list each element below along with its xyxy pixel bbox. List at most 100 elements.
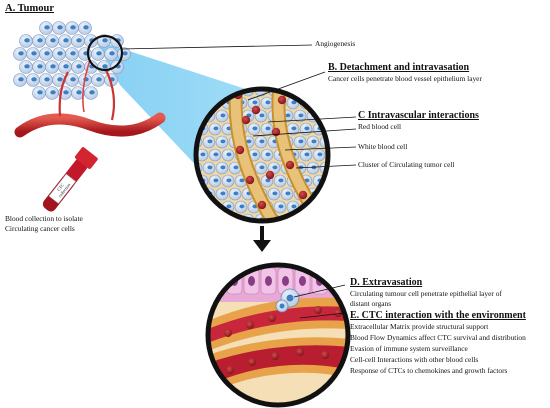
red-blood-cell — [246, 321, 254, 329]
nucleus — [220, 217, 226, 221]
red-blood-cell — [251, 105, 261, 115]
nucleus — [102, 64, 108, 69]
nucleus — [24, 64, 30, 69]
nucleus — [324, 89, 328, 92]
nucleus — [207, 139, 213, 144]
nucleus — [70, 77, 76, 82]
tissue-cell — [306, 89, 320, 97]
nucleus — [76, 38, 82, 43]
nucleus — [37, 90, 43, 95]
tissue-cell — [312, 200, 326, 214]
nucleus — [282, 276, 289, 286]
red-blood-cell — [268, 314, 276, 322]
nucleus — [285, 89, 291, 92]
nucleus — [291, 204, 297, 209]
nucleus — [63, 90, 69, 95]
blood-collection-line2: Circulating cancer cells — [5, 224, 75, 233]
nucleus — [248, 276, 255, 286]
nucleus — [76, 64, 82, 69]
nucleus — [200, 204, 206, 209]
nucleus — [233, 191, 239, 196]
nucleus — [298, 113, 304, 118]
red-blood-cell — [226, 366, 234, 374]
nucleus — [207, 165, 213, 170]
red-blood-cell — [296, 348, 304, 356]
nucleus — [252, 100, 258, 105]
angiogenesis-ring — [86, 34, 124, 72]
nucleus — [304, 126, 310, 131]
nucleus — [44, 25, 50, 30]
tissue-cell — [293, 213, 307, 221]
nucleus — [311, 89, 317, 92]
nucleus — [109, 51, 115, 56]
nucleus — [31, 51, 37, 56]
nucleus — [207, 217, 213, 221]
nucleus — [226, 152, 232, 157]
tissue-cell — [325, 200, 328, 214]
nucleus — [57, 51, 63, 56]
section-e-item-4: Cell-cell Interactions with other blood … — [350, 355, 479, 364]
tissue-cell — [196, 213, 203, 221]
ctc-collection-tube: CTC collection — [42, 147, 98, 212]
nucleus — [220, 191, 226, 196]
tissue-cell — [319, 187, 328, 201]
nucleus — [291, 100, 297, 105]
nucleus — [200, 152, 206, 157]
nucleus — [233, 165, 239, 170]
angiogenesis-pointer — [121, 44, 313, 50]
red-blood-cell — [321, 351, 329, 359]
nucleus — [57, 25, 63, 30]
pointer-lines-bottom — [293, 284, 346, 319]
nucleus — [317, 100, 323, 105]
nucleus — [291, 126, 297, 131]
nucleus — [239, 178, 245, 183]
nucleus — [70, 25, 76, 30]
nucleus — [213, 126, 219, 131]
nucleus — [317, 204, 323, 209]
angiogenesis-label: Angiogenesis — [315, 39, 356, 48]
nucleus — [311, 217, 317, 221]
nucleus — [18, 51, 24, 56]
nucleus — [259, 113, 265, 118]
nucleus — [259, 139, 265, 144]
nucleus — [83, 25, 89, 30]
down-arrow — [253, 226, 271, 252]
nucleus — [122, 51, 128, 56]
nucleus — [50, 64, 56, 69]
ctc-cluster-label: Cluster of Circulating tumor cell — [358, 160, 455, 169]
tissue-cell — [319, 109, 328, 123]
red-blood-cell — [224, 329, 232, 337]
nucleus — [196, 191, 200, 196]
nucleus — [304, 152, 310, 157]
tube-label-ctc: CTC — [56, 182, 65, 192]
nucleus — [70, 51, 76, 56]
nucleus — [252, 126, 258, 131]
red-blood-cell — [277, 95, 287, 105]
tissue-cell — [319, 89, 328, 97]
section-b-title: B. Detachment and intravasation — [328, 62, 470, 73]
nucleus — [330, 204, 335, 208]
nucleus — [76, 90, 82, 95]
nucleus — [89, 90, 95, 95]
nucleus — [220, 139, 226, 144]
tissue-cell — [312, 96, 326, 110]
tissue-cell — [202, 213, 216, 221]
section-e-item-1: Extracellular Matrix provide structural … — [350, 322, 489, 331]
nucleus — [50, 90, 56, 95]
nucleus — [252, 152, 258, 157]
red-blood-cell — [298, 190, 308, 200]
section-d-line2: distant organs — [350, 299, 392, 308]
nucleus — [285, 113, 291, 118]
red-blood-cell-label: Red blood cell — [358, 122, 402, 131]
section-a-title: A. Tumour — [5, 3, 55, 14]
blood-collection-line1: Blood collection to isolate — [5, 214, 83, 223]
red-blood-cell — [271, 352, 279, 360]
tissue-cell — [306, 213, 320, 221]
tissue-cell — [325, 174, 328, 188]
nucleus — [330, 100, 335, 104]
nucleus — [298, 217, 304, 221]
tissue-cell — [325, 96, 328, 110]
nucleus — [324, 217, 328, 221]
tissue-cell — [293, 89, 307, 97]
